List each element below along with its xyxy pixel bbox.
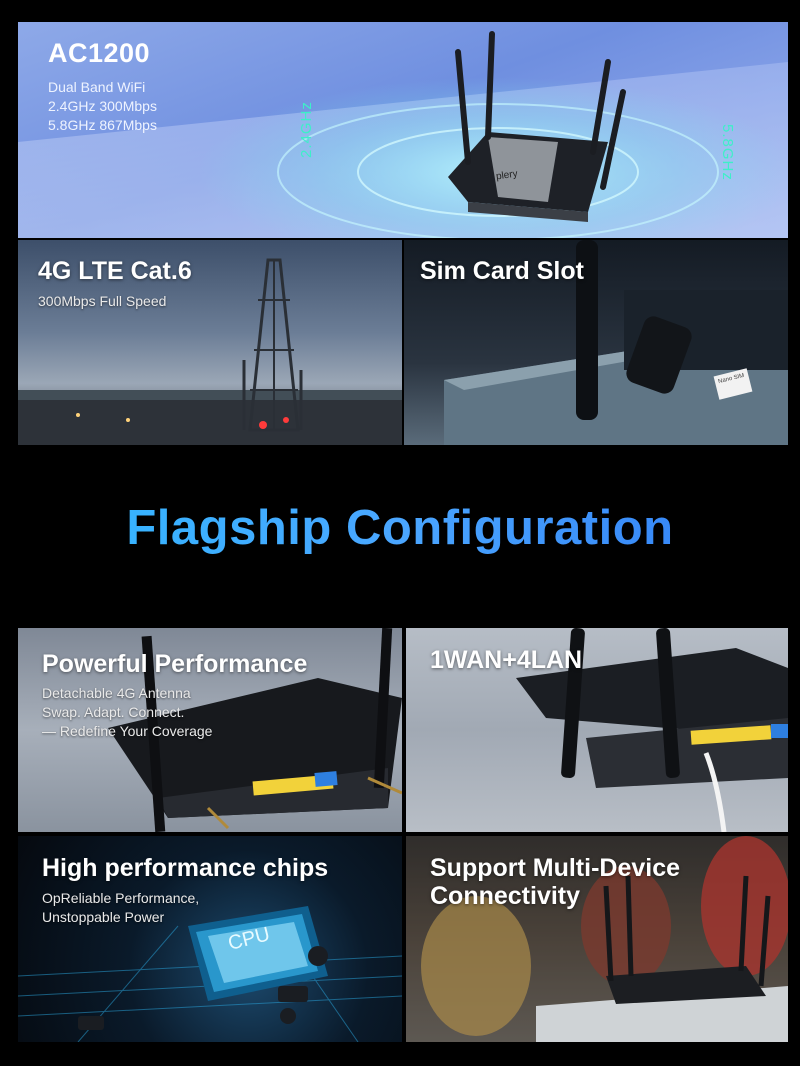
lte-title: 4G LTE Cat.6 [38,257,192,285]
performance-line1: Detachable 4G Antenna [42,685,191,701]
router-rear-illustration [108,628,402,832]
ac1200-banner: AC1200 Dual Band WiFi 2.4GHz 300Mbps 5.8… [18,22,788,238]
sim-title: Sim Card Slot [420,257,584,285]
band-24-spec: 2.4GHz 300Mbps [48,98,157,114]
wan-lan-title: 1WAN+4LAN [430,646,583,674]
performance-line3: — Redefine Your Coverage [42,723,213,739]
flagship-heading: Flagship Configuration [0,500,800,556]
chips-line2: Unstoppable Power [42,909,165,925]
ac1200-title: AC1200 [48,38,151,68]
cell-tower-illustration [18,258,402,445]
multi-device-panel: Support Multi-Device Connectivity [406,836,788,1042]
sim-panel: Sim Card Slot Nano SIM [404,240,788,445]
performance-panel: Powerful Performance Detachable 4G Anten… [18,628,402,832]
dual-band-label: Dual Band WiFi [48,79,146,95]
band-24-glow-label: 2.4GHz [298,101,315,158]
performance-title: Powerful Performance [42,650,308,678]
band-58-spec: 5.8GHz 867Mbps [48,117,157,133]
cpu-illustration [18,906,402,1042]
sim-slot-illustration [444,240,788,445]
lte-panel: 4G LTE Cat.6 300Mbps Full Speed [18,240,402,445]
chips-line1: OpReliable Performance, [42,890,200,906]
chips-panel: High performance chips OpReliable Perfor… [18,836,402,1042]
wan-lan-panel: 1WAN+4LAN [406,628,788,832]
band-58-glow-label: 5.8GHz [719,124,736,181]
lte-subtitle: 300Mbps Full Speed [38,293,167,309]
performance-line2: Swap. Adapt. Connect. [42,704,185,720]
router-wifi-illustration [18,31,788,238]
family-router-illustration [406,836,788,1042]
chips-title: High performance chips [42,854,329,882]
lan-ports-illustration [516,628,788,832]
multi-device-title-line2: Connectivity [430,882,581,910]
multi-device-title-line1: Support Multi-Device [430,854,681,882]
